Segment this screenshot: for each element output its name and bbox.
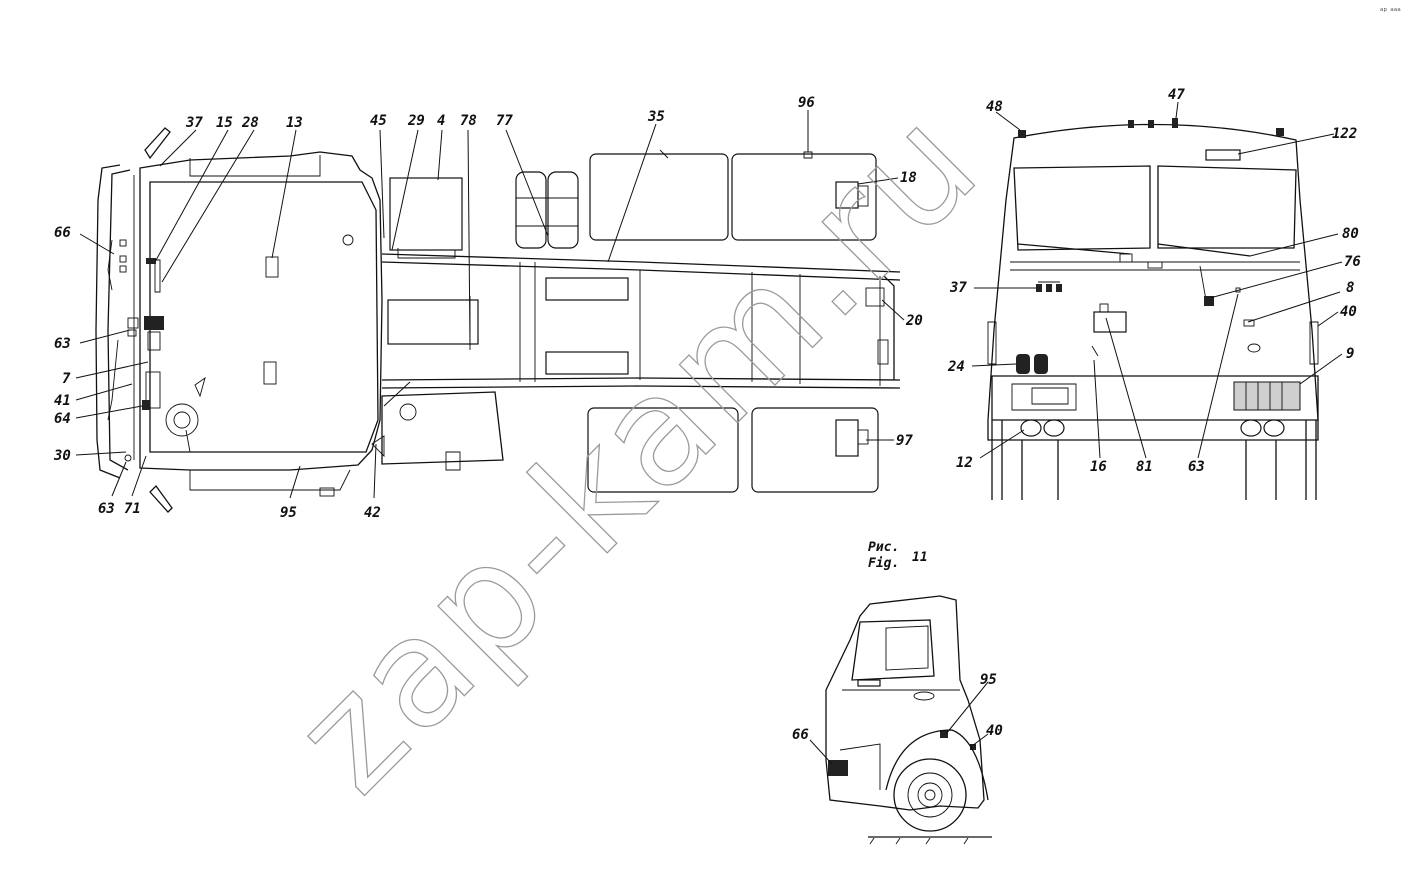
callout-66-plan: 66 bbox=[54, 225, 71, 241]
callout-42: 42 bbox=[364, 505, 381, 521]
callout-37-front: 37 bbox=[949, 280, 967, 296]
callout-28: 28 bbox=[241, 115, 259, 131]
callout-4: 4 bbox=[437, 113, 445, 129]
callout-8: 8 bbox=[1346, 280, 1354, 296]
callout-20: 20 bbox=[905, 313, 923, 329]
plan-view bbox=[95, 127, 901, 513]
callout-71: 71 bbox=[124, 501, 141, 517]
callout-41: 41 bbox=[54, 393, 71, 409]
callout-97: 97 bbox=[896, 433, 913, 449]
callout-80: 80 bbox=[1342, 226, 1359, 242]
callout-16: 16 bbox=[1090, 459, 1107, 475]
callout-95-side: 95 bbox=[980, 672, 997, 688]
callout-35: 35 bbox=[647, 109, 665, 125]
side-view bbox=[825, 595, 992, 845]
callout-76: 76 bbox=[1344, 254, 1361, 270]
callout-95-plan: 95 bbox=[280, 505, 297, 521]
callout-63-front: 63 bbox=[1188, 459, 1205, 475]
callout-18: 18 bbox=[900, 170, 917, 186]
callout-15: 15 bbox=[216, 115, 233, 131]
callout-63-plan-a: 63 bbox=[54, 336, 71, 352]
callout-40-front: 40 bbox=[1340, 304, 1357, 320]
callout-96: 96 bbox=[798, 95, 815, 111]
callout-9: 9 bbox=[1346, 346, 1354, 362]
callout-24: 24 bbox=[947, 359, 965, 375]
callout-30: 30 bbox=[53, 448, 71, 464]
callout-13: 13 bbox=[286, 115, 303, 131]
callout-78: 78 bbox=[460, 113, 477, 129]
callout-37: 37 bbox=[185, 115, 203, 131]
front-view bbox=[987, 118, 1319, 500]
callout-77: 77 bbox=[496, 113, 513, 129]
callout-labels: 37 15 28 13 45 29 4 78 77 35 96 18 66 63… bbox=[53, 87, 1361, 743]
callout-81: 81 bbox=[1136, 459, 1153, 475]
callout-63-plan-b: 63 bbox=[98, 501, 115, 517]
corner-mark: ᵃᵖ ᵃᵃᵃ bbox=[1380, 7, 1401, 17]
caption-en: Fig. bbox=[868, 556, 899, 571]
callout-47: 47 bbox=[1168, 87, 1185, 103]
callout-48: 48 bbox=[986, 99, 1003, 115]
leader-lines bbox=[75, 101, 1343, 765]
callout-45: 45 bbox=[370, 113, 387, 129]
callout-122: 122 bbox=[1332, 126, 1357, 142]
callout-29: 29 bbox=[407, 113, 425, 129]
callout-40-side: 40 bbox=[986, 723, 1003, 739]
callout-12: 12 bbox=[956, 455, 973, 471]
callout-66-side: 66 bbox=[792, 727, 809, 743]
caption-number: 11 bbox=[912, 550, 928, 565]
callout-7: 7 bbox=[62, 371, 71, 387]
figure-caption: Рис. Fig. 11 bbox=[868, 540, 928, 571]
caption-ru: Рис. bbox=[868, 540, 899, 555]
callout-64: 64 bbox=[54, 411, 71, 427]
